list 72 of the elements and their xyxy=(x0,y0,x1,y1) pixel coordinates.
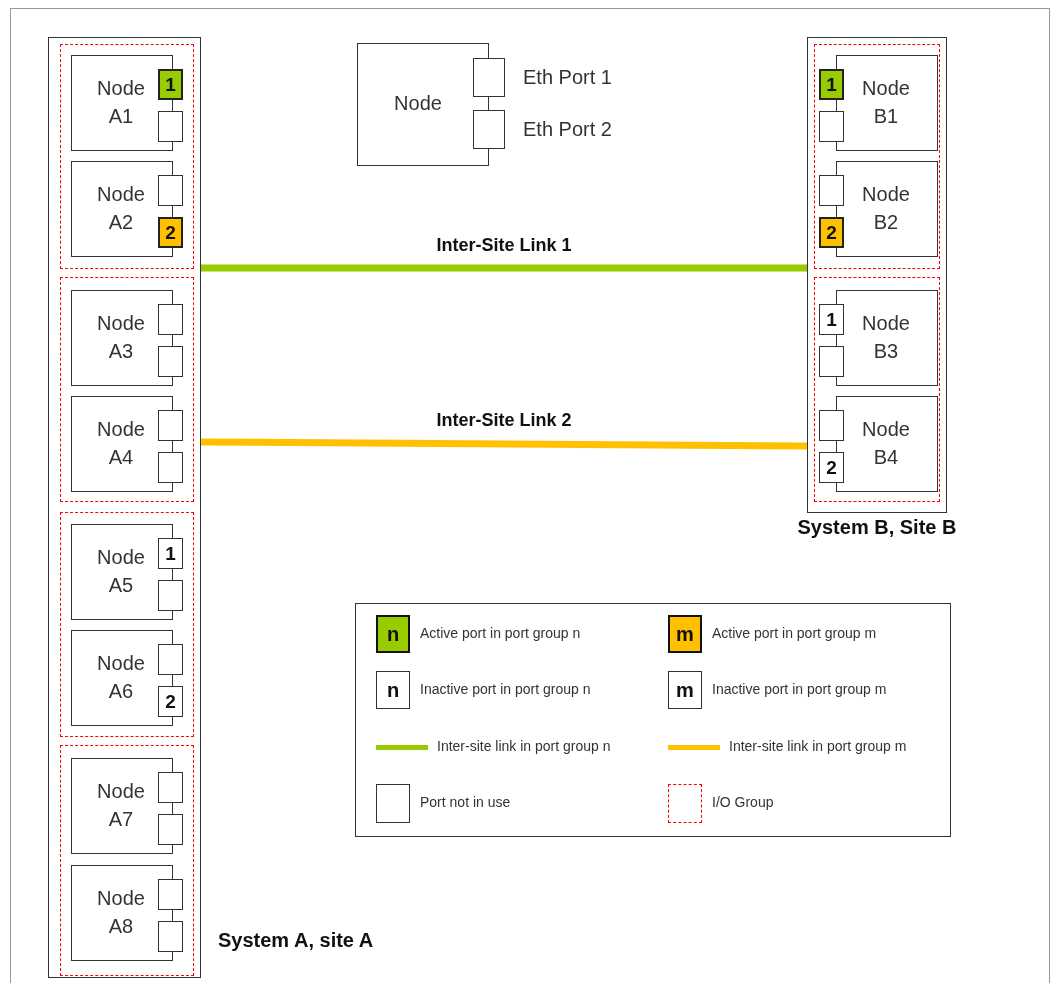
system-title: System A, site A xyxy=(218,929,375,953)
port-box: 2 xyxy=(158,686,183,717)
node-box xyxy=(71,161,173,257)
legend-label: Active port in port group n xyxy=(420,625,581,641)
legend-label: I/O Group xyxy=(712,794,774,810)
io-group-box xyxy=(60,745,194,976)
port-box xyxy=(158,452,183,483)
port-box: 2 xyxy=(819,452,844,483)
port-box xyxy=(158,410,183,441)
node-label: Node A6 xyxy=(96,651,146,704)
node-box xyxy=(71,758,173,854)
inter-site-link xyxy=(201,264,807,272)
port-box xyxy=(158,921,183,952)
port-box xyxy=(819,111,844,142)
node-label: Node B2 xyxy=(861,182,911,235)
node-label: Node A7 xyxy=(96,779,146,832)
node-box xyxy=(836,396,938,492)
port-box: 1 xyxy=(158,538,183,569)
node-box xyxy=(71,396,173,492)
io-group-box xyxy=(60,512,194,737)
node-label: Node A2 xyxy=(96,182,146,235)
port-box xyxy=(819,175,844,206)
node-label: Node B4 xyxy=(861,417,911,470)
node-box xyxy=(836,55,938,151)
legend-label: Port not in use xyxy=(420,794,511,810)
system-title: System B, Site B xyxy=(796,516,958,540)
node-label: Node A8 xyxy=(96,886,146,939)
io-group-box xyxy=(60,277,194,502)
port-box xyxy=(158,304,183,335)
node-label: Node B1 xyxy=(861,76,911,129)
port-box xyxy=(158,772,183,803)
port-box xyxy=(158,175,183,206)
inter-site-link xyxy=(200,438,808,450)
port-box xyxy=(158,346,183,377)
port-box xyxy=(819,346,844,377)
port-swatch: n xyxy=(376,671,410,709)
legend-label: Inter-site link in port group n xyxy=(437,738,611,754)
port-box: 2 xyxy=(158,217,183,248)
port-label: Eth Port 2 xyxy=(523,117,613,142)
io-group-box xyxy=(814,44,940,269)
node-label: Node A3 xyxy=(96,311,146,364)
legend-label: Active port in port group m xyxy=(712,625,877,641)
node-box xyxy=(836,290,938,386)
node-label: Node B3 xyxy=(861,311,911,364)
legend-label: Inactive port in port group m xyxy=(712,681,887,697)
node-box xyxy=(357,43,489,166)
node-box xyxy=(71,865,173,961)
port-swatch: n xyxy=(376,615,410,653)
node-label: Node A1 xyxy=(96,76,146,129)
node-label: Node A4 xyxy=(96,417,146,470)
node-box xyxy=(71,290,173,386)
node-box xyxy=(71,630,173,726)
io-group-box xyxy=(60,44,194,269)
port-box xyxy=(158,879,183,910)
node-box xyxy=(836,161,938,257)
node-label: Node xyxy=(393,91,443,116)
legend-label: Inactive port in port group n xyxy=(420,681,591,697)
port-box: 1 xyxy=(158,69,183,100)
port-box xyxy=(158,644,183,675)
node-label: Node A5 xyxy=(96,545,146,598)
port-box: 1 xyxy=(819,304,844,335)
port-box xyxy=(158,814,183,845)
legend-label: Inter-site link in port group m xyxy=(729,738,907,754)
port-box: 1 xyxy=(819,69,844,100)
port-box: 2 xyxy=(819,217,844,248)
port-box xyxy=(158,111,183,142)
port-swatch: m xyxy=(668,671,702,709)
port-box xyxy=(158,580,183,611)
port-box xyxy=(819,410,844,441)
port-label: Eth Port 1 xyxy=(523,65,613,90)
io-group-box xyxy=(814,277,940,502)
port-swatch: m xyxy=(668,615,702,653)
